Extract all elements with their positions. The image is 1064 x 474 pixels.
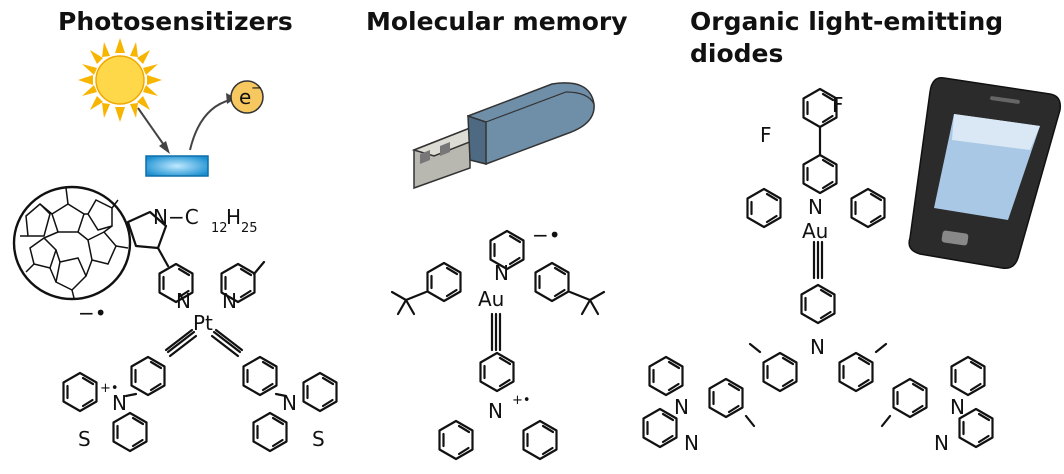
svg-text:Au: Au [802,219,828,243]
solar-cell-icon [145,155,209,177]
svg-text:N: N [222,289,237,313]
oled-molecule: F F N Au N N N N N [642,87,994,455]
svg-text:N: N [674,395,689,419]
smartphone-icon [908,77,1062,270]
svg-text:12: 12 [211,221,228,236]
svg-text:+•: +• [100,381,119,396]
sun-icon [78,38,162,122]
svg-text:+•: +• [512,393,531,408]
svg-text:N: N [810,335,825,359]
svg-text:N: N [684,431,699,455]
svg-text:F: F [760,123,772,147]
photosensitizer-molecule: N−C 12 H 25 N N Pt N +• S N [62,205,338,453]
svg-text:Au: Au [478,287,504,311]
svg-text:Pt: Pt [193,311,213,335]
gold-complex-molecule: −• N Au N +• [390,223,606,461]
svg-text:−: − [251,81,262,96]
svg-text:S: S [78,427,91,451]
title-oled: Organic light-emitting diodes [690,7,1004,68]
svg-text:H: H [226,205,241,229]
svg-text:N: N [494,261,509,285]
svg-text:N: N [934,431,949,455]
svg-text:N: N [488,399,503,423]
title-molecular-memory: Molecular memory [366,7,628,36]
electron-arrow [189,99,231,151]
svg-text:−•: −• [78,301,107,325]
usb-drive-icon [411,82,595,190]
svg-text:S: S [312,427,325,451]
svg-text:−•: −• [532,223,561,247]
fullerene-icon: −• [12,185,132,325]
svg-text:25: 25 [241,221,258,236]
light-arrow [137,107,167,149]
svg-text:e: e [239,85,251,109]
svg-text:N: N [176,289,191,313]
svg-text:F: F [832,93,844,117]
electron-icon: e − [230,80,264,114]
title-photosensitizers: Photosensitizers [58,7,293,36]
svg-text:N−C: N−C [153,205,199,229]
svg-text:N: N [808,195,823,219]
svg-text:N: N [950,395,965,419]
svg-text:N: N [112,391,127,415]
